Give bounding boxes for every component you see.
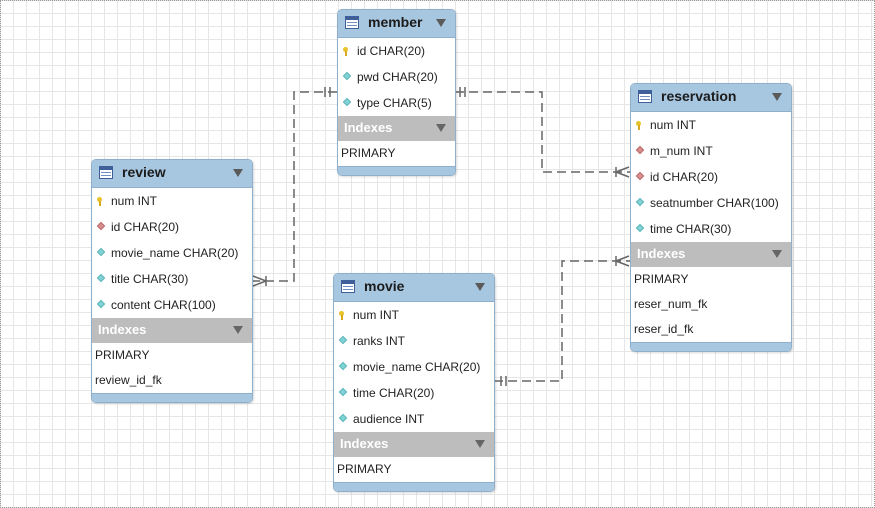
table-reservation[interactable]: reservation num INT m_num INT id CHAR(20… [630, 83, 792, 352]
table-review[interactable]: review num INT id CHAR(20) movie_name CH… [91, 159, 253, 403]
table-icon [99, 166, 113, 179]
column-row[interactable]: content CHAR(100) [92, 292, 252, 318]
table-title: movie [364, 278, 405, 294]
column-row[interactable]: movie_name CHAR(20) [92, 240, 252, 266]
collapse-icon[interactable] [233, 326, 243, 334]
table-footer [631, 342, 791, 351]
relationship-movie-reservation [494, 260, 630, 382]
index-row[interactable]: PRIMARY [341, 146, 396, 160]
column-row[interactable]: ranks INT [334, 328, 494, 354]
collapse-icon[interactable] [772, 250, 782, 258]
index-row[interactable]: review_id_fk [95, 373, 162, 387]
column-row[interactable]: num INT [92, 188, 252, 214]
column-diamond-icon [96, 273, 106, 283]
many-marker-reservation-1 [615, 166, 630, 178]
foreign-key-diamond-icon [635, 145, 645, 155]
table-member[interactable]: member id CHAR(20) pwd CHAR(20) type CHA… [337, 9, 456, 176]
column-diamond-icon [342, 71, 352, 81]
table-title: review [122, 164, 166, 180]
primary-key-icon [97, 197, 102, 206]
column-row[interactable]: num INT [334, 302, 494, 328]
table-icon [638, 90, 652, 103]
collapse-icon[interactable] [475, 283, 485, 291]
index-row[interactable]: reser_id_fk [634, 322, 694, 336]
column-row[interactable]: title CHAR(30) [92, 266, 252, 292]
one-marker-member-reservation [459, 87, 466, 97]
index-row[interactable]: PRIMARY [634, 272, 689, 286]
column-row[interactable]: type CHAR(5) [338, 90, 455, 116]
indexes-header[interactable]: Indexes [631, 242, 791, 267]
column-diamond-icon [338, 413, 348, 423]
column-row[interactable]: time CHAR(30) [631, 216, 791, 242]
column-row[interactable]: seatnumber CHAR(100) [631, 190, 791, 216]
table-header[interactable]: review [92, 160, 252, 188]
table-title: reservation [661, 88, 737, 104]
index-row[interactable]: reser_num_fk [634, 297, 708, 311]
indexes-header[interactable]: Indexes [338, 116, 455, 141]
relationship-member-reservation [455, 91, 630, 173]
foreign-key-diamond-icon [635, 171, 645, 181]
table-header[interactable]: movie [334, 274, 494, 302]
indexes-header[interactable]: Indexes [334, 432, 494, 457]
table-movie[interactable]: movie num INT ranks INT movie_name CHAR(… [333, 273, 495, 492]
index-row[interactable]: PRIMARY [95, 348, 150, 362]
collapse-icon[interactable] [436, 124, 446, 132]
column-row[interactable]: time CHAR(20) [334, 380, 494, 406]
foreign-key-diamond-icon [96, 221, 106, 231]
column-diamond-icon [338, 387, 348, 397]
table-footer [338, 166, 455, 175]
column-row[interactable]: movie_name CHAR(20) [334, 354, 494, 380]
column-diamond-icon [635, 197, 645, 207]
primary-key-icon [636, 121, 641, 130]
column-row[interactable]: audience INT [334, 406, 494, 432]
index-row[interactable]: PRIMARY [337, 462, 392, 476]
one-marker-member-review [324, 87, 331, 97]
collapse-icon[interactable] [233, 169, 243, 177]
column-row[interactable]: id CHAR(20) [338, 38, 455, 64]
table-title: member [368, 14, 423, 30]
many-marker-reservation-2 [615, 255, 630, 267]
many-marker-review [252, 275, 267, 287]
indexes-header[interactable]: Indexes [92, 318, 252, 343]
collapse-icon[interactable] [772, 93, 782, 101]
table-icon [345, 16, 359, 29]
relationship-member-review [252, 91, 337, 282]
table-header[interactable]: member [338, 10, 455, 38]
table-icon [341, 280, 355, 293]
column-row[interactable]: num INT [631, 112, 791, 138]
column-diamond-icon [338, 361, 348, 371]
column-row[interactable]: id CHAR(20) [92, 214, 252, 240]
column-diamond-icon [96, 247, 106, 257]
column-diamond-icon [635, 223, 645, 233]
primary-key-icon [339, 311, 344, 320]
collapse-icon[interactable] [475, 440, 485, 448]
column-diamond-icon [338, 335, 348, 345]
column-row[interactable]: pwd CHAR(20) [338, 64, 455, 90]
column-row[interactable]: m_num INT [631, 138, 791, 164]
table-header[interactable]: reservation [631, 84, 791, 112]
collapse-icon[interactable] [436, 19, 446, 27]
one-marker-movie [500, 376, 507, 386]
column-row[interactable]: id CHAR(20) [631, 164, 791, 190]
table-footer [334, 482, 494, 491]
table-footer [92, 393, 252, 402]
primary-key-icon [343, 47, 348, 56]
column-diamond-icon [96, 299, 106, 309]
column-diamond-icon [342, 97, 352, 107]
